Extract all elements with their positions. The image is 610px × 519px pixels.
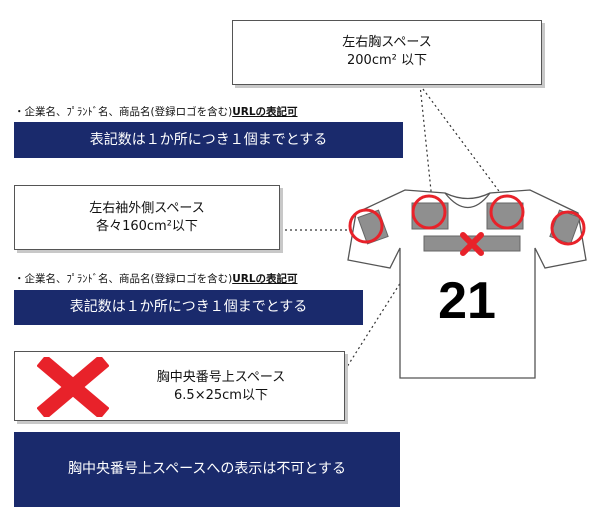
allowed-circle-left-sleeve	[348, 208, 384, 244]
note-text: ・企業名、ﾌﾟﾗﾝﾄﾞ名、商品名(登録ロゴを含む)	[14, 273, 233, 285]
chest-space-box: 左右胸スペース 200cm² 以下	[232, 20, 542, 85]
band-forbidden: 胸中央番号上スペースへの表示は不可とする	[14, 432, 400, 507]
chest-space-title: 左右胸スペース	[342, 35, 432, 50]
chest-space-size: 200cm² 以下	[347, 53, 427, 68]
allowed-circle-right-chest	[489, 194, 525, 230]
center-space-title: 胸中央番号上スペース	[156, 370, 286, 385]
band-limit-2: 表記数は１か所につき１個までとする	[14, 290, 363, 325]
sleeve-space-box: 左右袖外側スペース 各々160cm²以下	[14, 185, 280, 250]
sleeve-space-size: 各々160cm²以下	[96, 219, 198, 234]
leader-line-chest-right	[419, 84, 514, 211]
allowed-circle-left-chest	[411, 194, 447, 230]
center-space-box: 胸中央番号上スペース 6.5×25cm以下	[14, 351, 345, 421]
center-space-size: 6.5×25cm以下	[174, 388, 268, 403]
note-bold-text: URLの表記可	[232, 273, 298, 285]
note-logo-url-2: ・企業名、ﾌﾟﾗﾝﾄﾞ名、商品名(登録ロゴを含む)URLの表記可	[14, 271, 298, 286]
jersey-number: 21	[438, 272, 496, 330]
jersey-collar	[444, 192, 491, 209]
sleeve-space-title: 左右袖外側スペース	[89, 201, 205, 216]
allowed-circle-right-sleeve	[550, 210, 586, 246]
note-logo-url-1: ・企業名、ﾌﾟﾗﾝﾄﾞ名、商品名(登録ロゴを含む)URLの表記可	[14, 104, 298, 119]
right-sleeve-patch	[549, 209, 581, 245]
leader-line-chest-left	[419, 84, 434, 211]
forbidden-x-icon	[37, 357, 109, 417]
note-bold-text: URLの表記可	[232, 106, 298, 118]
forbidden-x-mark-small	[460, 232, 484, 256]
band-limit-1: 表記数は１か所につき１個までとする	[14, 122, 403, 158]
jersey-outline	[347, 189, 587, 379]
note-text: ・企業名、ﾌﾟﾗﾝﾄﾞ名、商品名(登録ロゴを含む)	[14, 106, 233, 118]
